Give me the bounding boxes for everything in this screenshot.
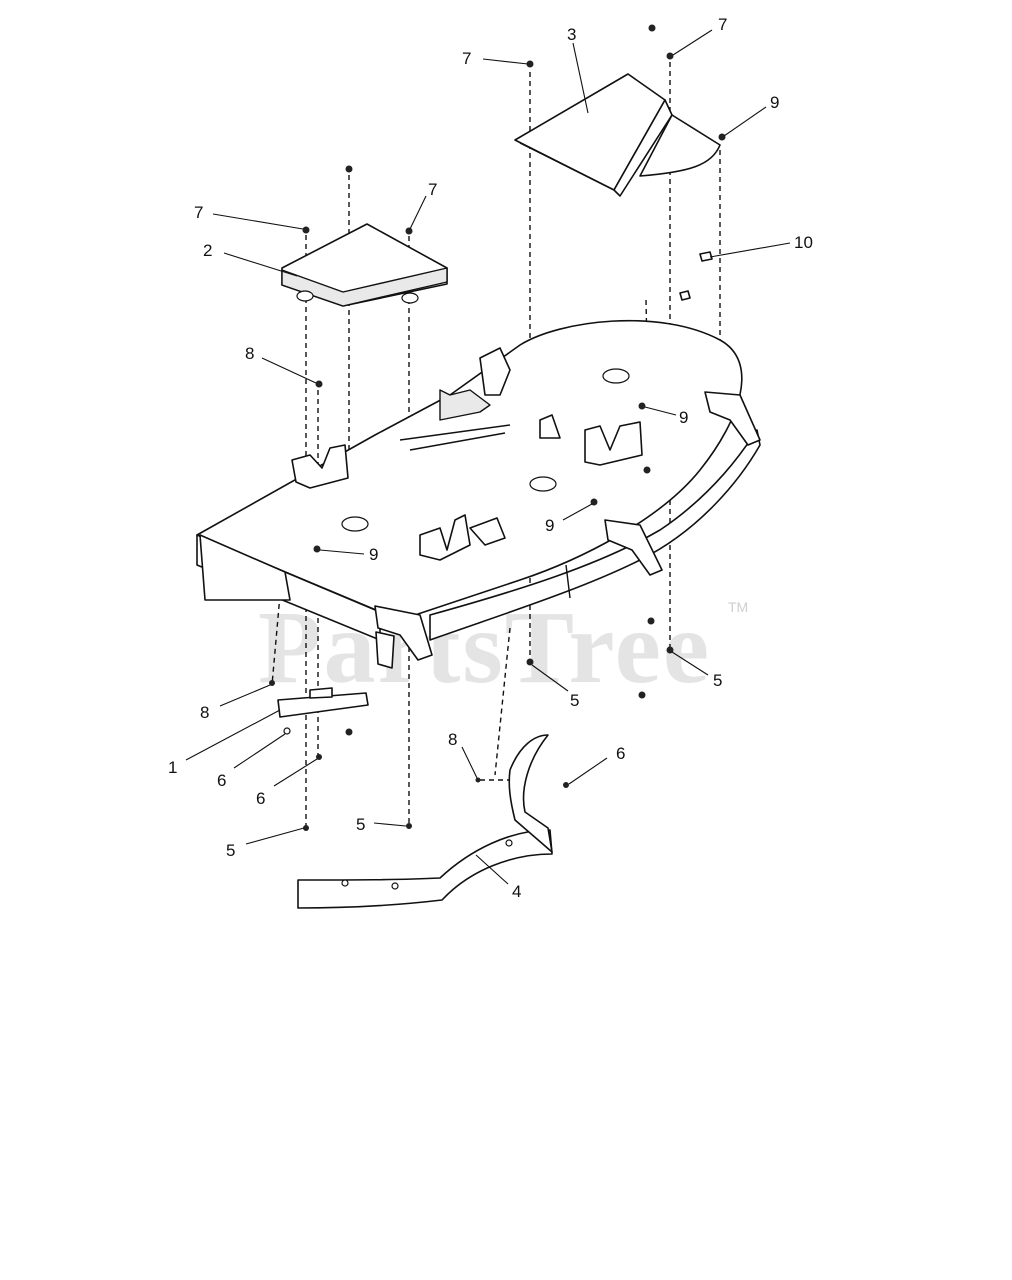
callout-7-top-right: 7 bbox=[718, 15, 727, 34]
callout-9-center: 9 bbox=[545, 516, 554, 535]
deck-bracket-center bbox=[539, 414, 561, 439]
leader-lines bbox=[185, 29, 791, 885]
callout-9-top: 9 bbox=[770, 93, 779, 112]
callout-labels: 7 3 7 9 7 7 2 10 8 9 9 9 5 5 8 1 6 6 5 5… bbox=[168, 15, 813, 901]
gauge-arm-left bbox=[374, 605, 433, 661]
part-4-baffle bbox=[297, 734, 553, 909]
callout-9-left: 9 bbox=[369, 545, 378, 564]
deck-bracket-front-tab bbox=[469, 517, 506, 546]
hardware bbox=[269, 24, 726, 831]
deck-bracket-rear bbox=[479, 347, 511, 396]
callout-9-right: 9 bbox=[679, 408, 688, 427]
callout-5-right: 5 bbox=[713, 671, 722, 690]
deck-bracket-right bbox=[584, 421, 643, 466]
mower-deck bbox=[196, 319, 761, 669]
callout-8-bottom: 8 bbox=[448, 730, 457, 749]
callout-5-center: 5 bbox=[570, 691, 579, 710]
spindle-hole-front bbox=[341, 516, 369, 532]
watermark-trademark: TM bbox=[728, 599, 748, 615]
callout-6-right: 6 bbox=[616, 744, 625, 763]
callout-7-left-center: 7 bbox=[428, 180, 437, 199]
callout-7-left: 7 bbox=[194, 203, 203, 222]
deck-bracket-front bbox=[419, 514, 471, 561]
callout-6-left: 6 bbox=[217, 771, 226, 790]
part-10-pin bbox=[699, 251, 713, 262]
spindle-hole-middle bbox=[529, 476, 557, 492]
callout-5-bottom-left: 5 bbox=[226, 841, 235, 860]
callout-7-top-left: 7 bbox=[462, 49, 471, 68]
part-1-bracket bbox=[277, 687, 369, 718]
callout-6-left-center: 6 bbox=[256, 789, 265, 808]
part-3-cover bbox=[514, 73, 721, 197]
callout-3: 3 bbox=[567, 25, 576, 44]
callout-2: 2 bbox=[203, 241, 212, 260]
callout-4: 4 bbox=[512, 882, 521, 901]
deck-bracket-left bbox=[291, 444, 349, 489]
callout-8-lower: 8 bbox=[200, 703, 209, 722]
spindle-hole-rear bbox=[602, 368, 630, 384]
callout-5-bottom-center: 5 bbox=[356, 815, 365, 834]
callout-10: 10 bbox=[794, 233, 813, 252]
gauge-arm-middle bbox=[604, 519, 663, 576]
gauge-arm-right bbox=[704, 391, 761, 446]
part-2-cover bbox=[281, 223, 448, 307]
callout-8-upper: 8 bbox=[245, 344, 254, 363]
callout-1: 1 bbox=[168, 758, 177, 777]
